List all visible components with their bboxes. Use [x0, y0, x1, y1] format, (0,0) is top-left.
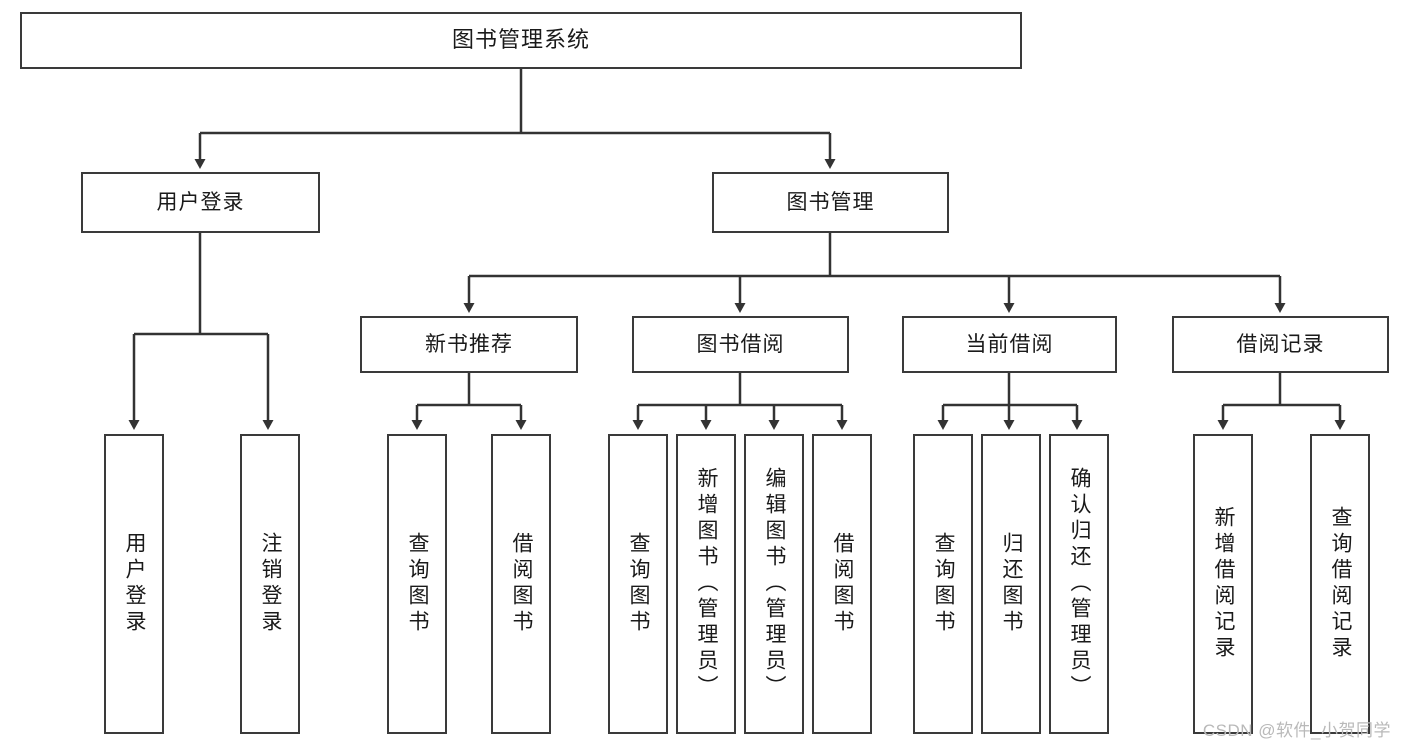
node-label: 当前借阅 — [965, 332, 1054, 356]
node-label: 借阅图书 — [831, 532, 855, 636]
leaf-confirm-return[interactable]: 确认归还（管理员） — [1049, 434, 1109, 734]
leaf-query-book-borrow[interactable]: 查询图书 — [608, 434, 668, 734]
node-book-borrow[interactable]: 图书借阅 — [632, 316, 849, 373]
node-label: 图书管理系统 — [451, 27, 590, 53]
node-label: 新增图书（管理员） — [695, 467, 719, 701]
node-label: 归还图书 — [1000, 532, 1024, 636]
leaf-logout-login[interactable]: 注销登录 — [240, 434, 300, 734]
node-label: 借阅图书 — [510, 532, 534, 636]
leaf-return-book[interactable]: 归还图书 — [981, 434, 1041, 734]
node-borrow-record[interactable]: 借阅记录 — [1172, 316, 1389, 373]
node-label: 用户登录 — [123, 532, 147, 636]
leaf-query-borrow-record[interactable]: 查询借阅记录 — [1310, 434, 1370, 734]
leaf-borrow-book-recommend[interactable]: 借阅图书 — [491, 434, 551, 734]
node-new-book-recommend[interactable]: 新书推荐 — [360, 316, 578, 373]
node-label: 新书推荐 — [425, 332, 513, 356]
node-label: 查询图书 — [932, 532, 956, 636]
leaf-user-login[interactable]: 用户登录 — [104, 434, 164, 734]
node-label: 查询图书 — [627, 532, 651, 636]
node-label: 查询借阅记录 — [1329, 506, 1353, 662]
leaf-add-book[interactable]: 新增图书（管理员） — [676, 434, 736, 734]
node-label: 新增借阅记录 — [1212, 506, 1236, 662]
leaf-add-borrow-record[interactable]: 新增借阅记录 — [1193, 434, 1253, 734]
leaf-query-book-recommend[interactable]: 查询图书 — [387, 434, 447, 734]
node-user-login[interactable]: 用户登录 — [81, 172, 320, 233]
watermark-text: CSDN @软件_小贺同学 — [1202, 721, 1391, 740]
node-label: 确认归还（管理员） — [1068, 467, 1092, 701]
node-label: 借阅记录 — [1236, 332, 1325, 356]
node-label: 编辑图书（管理员） — [763, 467, 787, 701]
node-label: 用户登录 — [156, 190, 245, 214]
leaf-query-book-current[interactable]: 查询图书 — [913, 434, 973, 734]
leaf-borrow-book[interactable]: 借阅图书 — [812, 434, 872, 734]
node-book-manage[interactable]: 图书管理 — [712, 172, 949, 233]
node-label: 注销登录 — [259, 532, 283, 636]
node-current-borrow[interactable]: 当前借阅 — [902, 316, 1117, 373]
node-label: 查询图书 — [406, 532, 430, 636]
node-label: 图书管理 — [786, 190, 875, 214]
node-label: 图书借阅 — [696, 332, 785, 356]
node-root-system[interactable]: 图书管理系统 — [20, 12, 1022, 69]
leaf-edit-book[interactable]: 编辑图书（管理员） — [744, 434, 804, 734]
